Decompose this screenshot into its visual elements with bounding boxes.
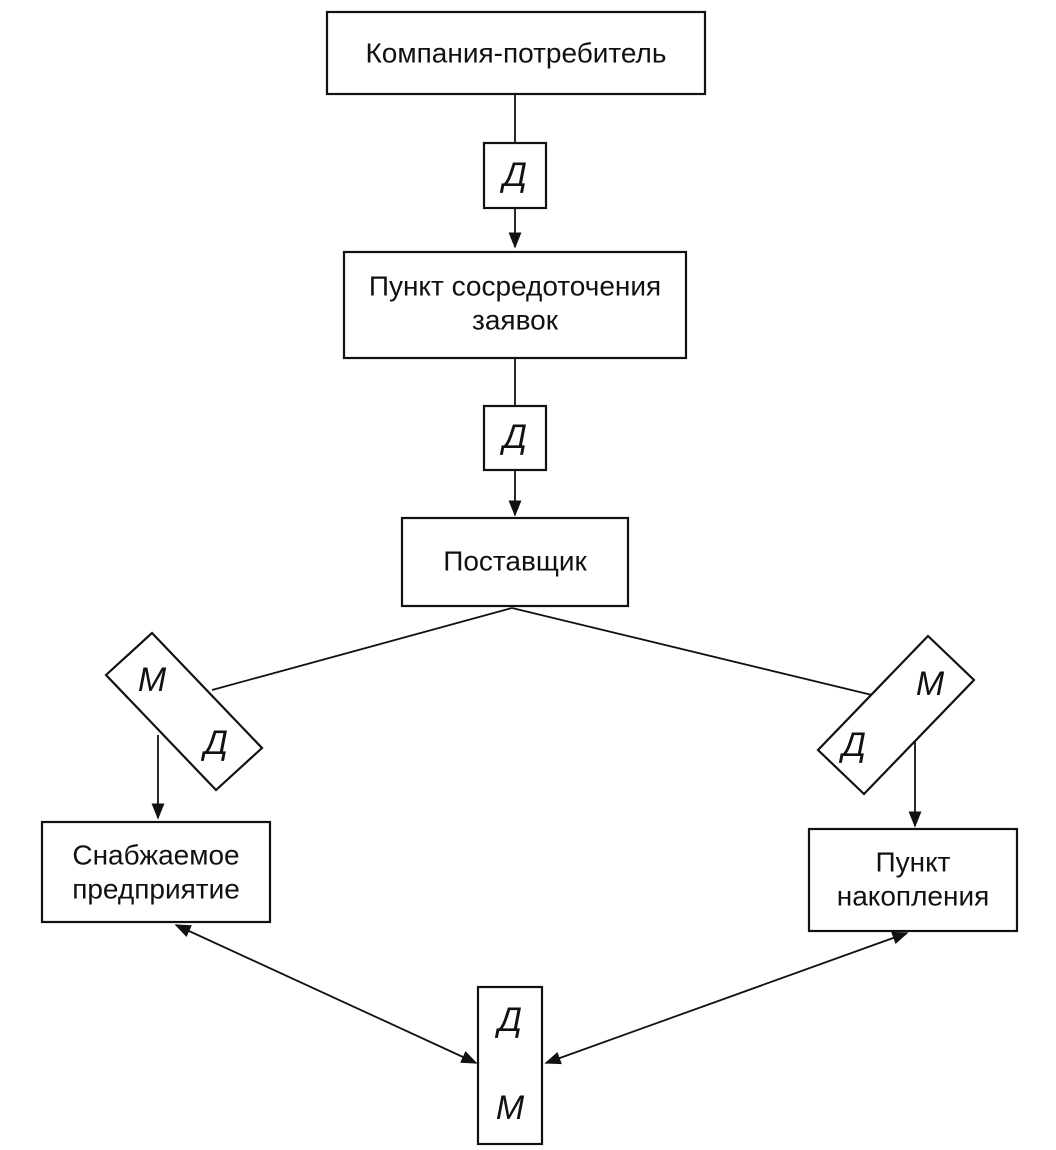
line-supplier-right — [511, 607, 873, 696]
node-enterprise-label-line1: Снабжаемое — [72, 839, 239, 870]
node-supplier-label: Поставщик — [443, 545, 587, 576]
tag-bottom-dm: Д М — [476, 985, 544, 1146]
tag-d1-label: Д — [499, 156, 527, 194]
line-supplier-left — [211, 607, 513, 691]
tag-bottom-m-label: М — [496, 1089, 525, 1127]
tag-left-md: М Д — [104, 631, 264, 792]
node-enterprise: Снабжаемое предприятие — [40, 820, 272, 924]
tag-d1: Д — [482, 141, 548, 210]
tag-left-m-label: М — [138, 661, 167, 699]
node-consumer-label: Компания-потребитель — [366, 37, 667, 68]
node-orders: Пункт сосредоточения заявок — [342, 250, 688, 360]
tag-right-md: М Д — [816, 634, 976, 796]
tag-right-m-label: М — [916, 665, 945, 703]
node-storage-label-line2: накопления — [837, 880, 990, 911]
tag-d2: Д — [482, 404, 548, 472]
arrow-storage-bottom — [544, 931, 909, 1065]
connectors — [151, 94, 922, 1065]
node-supplier: Поставщик — [400, 516, 630, 608]
tag-bottom-d-label: Д — [494, 1001, 522, 1039]
node-storage-label-line1: Пункт — [876, 846, 951, 877]
node-storage: Пункт накопления — [807, 827, 1019, 933]
node-orders-label-line2: заявок — [472, 304, 559, 335]
arrow-enterprise-bottom — [174, 924, 478, 1064]
tag-d2-label: Д — [499, 418, 527, 456]
node-orders-label-line1: Пункт сосредоточения — [369, 270, 661, 301]
node-consumer: Компания-потребитель — [325, 10, 707, 96]
tag-left-d-label: Д — [200, 724, 228, 762]
node-enterprise-label-line2: предприятие — [72, 873, 240, 904]
tag-right-d-label: Д — [838, 726, 866, 764]
